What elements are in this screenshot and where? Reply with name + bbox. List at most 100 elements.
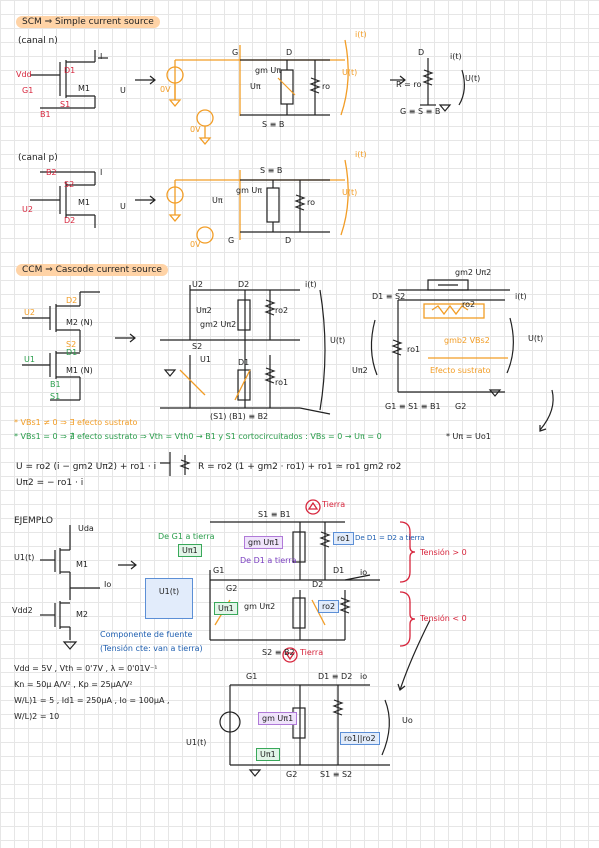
ccm-r-it: i(t)	[515, 292, 527, 301]
ut-label: U(t)	[342, 68, 358, 77]
ej-s1b1: S1 ≡ B1	[258, 510, 291, 519]
ccm-r-g1s1b1: G1 ≡ S1 ≡ B1	[385, 402, 441, 411]
ov-label-2: 0V	[190, 125, 201, 134]
ccm-mid-s1b1b2: (S1) (B1) ≡ B2	[210, 412, 269, 421]
ej-m2: M2	[76, 610, 88, 619]
ej-tierra1: Tierra	[322, 500, 346, 509]
d-label: D	[286, 48, 293, 57]
ut-label-p: U(t)	[342, 188, 358, 197]
ro-label: ro	[322, 82, 331, 91]
ccm-u1: U1	[24, 355, 35, 364]
ej-gmupi1: gm Uπ1	[244, 536, 284, 549]
ej-d1: D1	[333, 566, 345, 575]
ej-f-u1t: U1(t)	[186, 738, 207, 747]
ccm-r-gmb2: gmb2 VBs2	[444, 336, 490, 345]
ccm-r-d1s2: D1 ≡ S2	[372, 292, 406, 301]
ccm-note3: * Uπ = Uo1	[446, 432, 491, 441]
ej-s2b2: S2 ≡ B2	[262, 648, 295, 657]
ej-upi2: Uπ1	[214, 602, 238, 615]
m2-label: M1	[78, 198, 90, 207]
b1-label: B1	[40, 110, 51, 119]
ccm-mid-d2: D2	[238, 280, 250, 289]
gm-label: gm Uπ	[255, 66, 282, 75]
ccm-r-gm2: gm2 Uπ2	[455, 268, 492, 277]
ej-io2: io	[360, 568, 368, 577]
ccm-mid-s2: S2	[192, 342, 203, 351]
ej-gmupi2: gm Uπ2	[244, 602, 276, 611]
ej-tpos: Tensión > 0	[420, 548, 467, 557]
ccm-eq1: U = ro2 (i − gm2 Uπ2) + ro1 · i	[16, 462, 157, 472]
ej-g2: G2	[226, 584, 238, 593]
ccm-mid-it: i(t)	[305, 280, 317, 289]
ej-f-ro1ro2: ro1||ro2	[340, 732, 380, 745]
i-label: I	[100, 52, 103, 61]
ej-uda: Uda	[78, 524, 94, 533]
upi-label-p: Uπ	[212, 196, 223, 205]
u-label: U	[120, 86, 126, 95]
ej-ro1: ro1	[333, 532, 355, 545]
ej-p4: W/L)2 = 10	[14, 712, 60, 721]
d2-label: D2	[64, 216, 76, 225]
u2-label: U2	[22, 205, 33, 214]
ej-vdd2: Vdd2	[12, 606, 33, 615]
ej-ded1d2: De D1 = D2 a tierra	[355, 534, 425, 542]
ccm-r-upi2: Uπ2	[352, 366, 368, 375]
ej-u1t: U1(t)	[14, 553, 35, 562]
g-label: G	[232, 48, 239, 57]
it-label: i(t)	[355, 30, 367, 39]
g1-label: G1	[22, 86, 34, 95]
u2-out-label: U	[120, 202, 126, 211]
ccm-r-efecto: Efecto sustrato	[430, 366, 491, 375]
ej-f-d1d2: D1 ≡ D2	[318, 672, 353, 681]
ccm-mid-ro1: ro1	[275, 378, 289, 387]
ej-f-g2: G2	[286, 770, 298, 779]
gm-label-p: gm Uπ	[236, 186, 263, 195]
ccm-r-g2: G2	[455, 402, 467, 411]
ccm-r-uit: U(t)	[528, 334, 544, 343]
b2-label: B2	[46, 168, 57, 177]
ccm-m1: M1 (N)	[66, 366, 93, 375]
ut-label-eq: U(t)	[465, 74, 481, 83]
ej-ro2: ro2	[318, 600, 340, 613]
ej-tneg: Tensión < 0	[420, 614, 467, 623]
ccm-mid-d1: D1	[238, 358, 250, 367]
ej-title: EJEMPLO	[14, 516, 53, 526]
ccm-note2: * VBs1 = 0 ⇒ ∄ efecto sustrato ⇒ Vth = V…	[14, 432, 382, 441]
ej-tierra2: Tierra	[300, 648, 324, 657]
ej-io: Io	[104, 580, 112, 589]
ccm-mid-ro2: ro2	[275, 306, 289, 315]
vdd-label: Vdd	[16, 70, 32, 79]
ccm-u2: U2	[24, 308, 35, 317]
sb-label: S ≡ B	[262, 120, 285, 129]
ej-f-g1: G1	[246, 672, 258, 681]
zeq-label: R = ro	[396, 80, 422, 89]
ccm-mid-gm2: gm2 Uπ2	[200, 320, 237, 329]
canal-p-label: (canal p)	[18, 153, 58, 163]
it-label-p: i(t)	[355, 150, 367, 159]
ej-u1t-box: U1(t)	[145, 578, 193, 619]
ov-label: 0V	[160, 85, 171, 94]
d-label-p: D	[285, 236, 292, 245]
ccm-eq3: R = ro2 (1 + gm2 · ro1) + ro1 ≃ ro1 gm2 …	[198, 462, 402, 472]
s1-label: S1	[60, 100, 71, 109]
ccm-s1: S1	[50, 392, 61, 401]
ej-upi1: Uπ1	[178, 544, 202, 557]
it-label-eq: i(t)	[450, 52, 462, 61]
ej-m1: M1	[76, 560, 88, 569]
ccm-b1: B1	[50, 380, 61, 389]
scm-title: SCM ⇒ Simple current source	[16, 16, 160, 28]
d-label-eq: D	[418, 48, 425, 57]
sb-label-p: S ≡ B	[260, 166, 283, 175]
ej-f-upi1: Uπ1	[256, 748, 280, 761]
ej-g1: G1	[213, 566, 225, 575]
i2-label: I	[100, 168, 103, 177]
ccm-r-ro2: ro2	[462, 300, 476, 309]
ej-f-gmupi1: gm Uπ1	[258, 712, 298, 725]
ej-p2: Kn = 50μ A/V² , Kp = 25μA/V²	[14, 680, 133, 689]
ccm-mid-u1: U1	[200, 355, 211, 364]
ej-componente: Componente de fuente	[100, 630, 193, 639]
ej-d2: D2	[312, 580, 324, 589]
g-label-p: G	[228, 236, 235, 245]
ej-f-uo: Uo	[402, 716, 413, 725]
